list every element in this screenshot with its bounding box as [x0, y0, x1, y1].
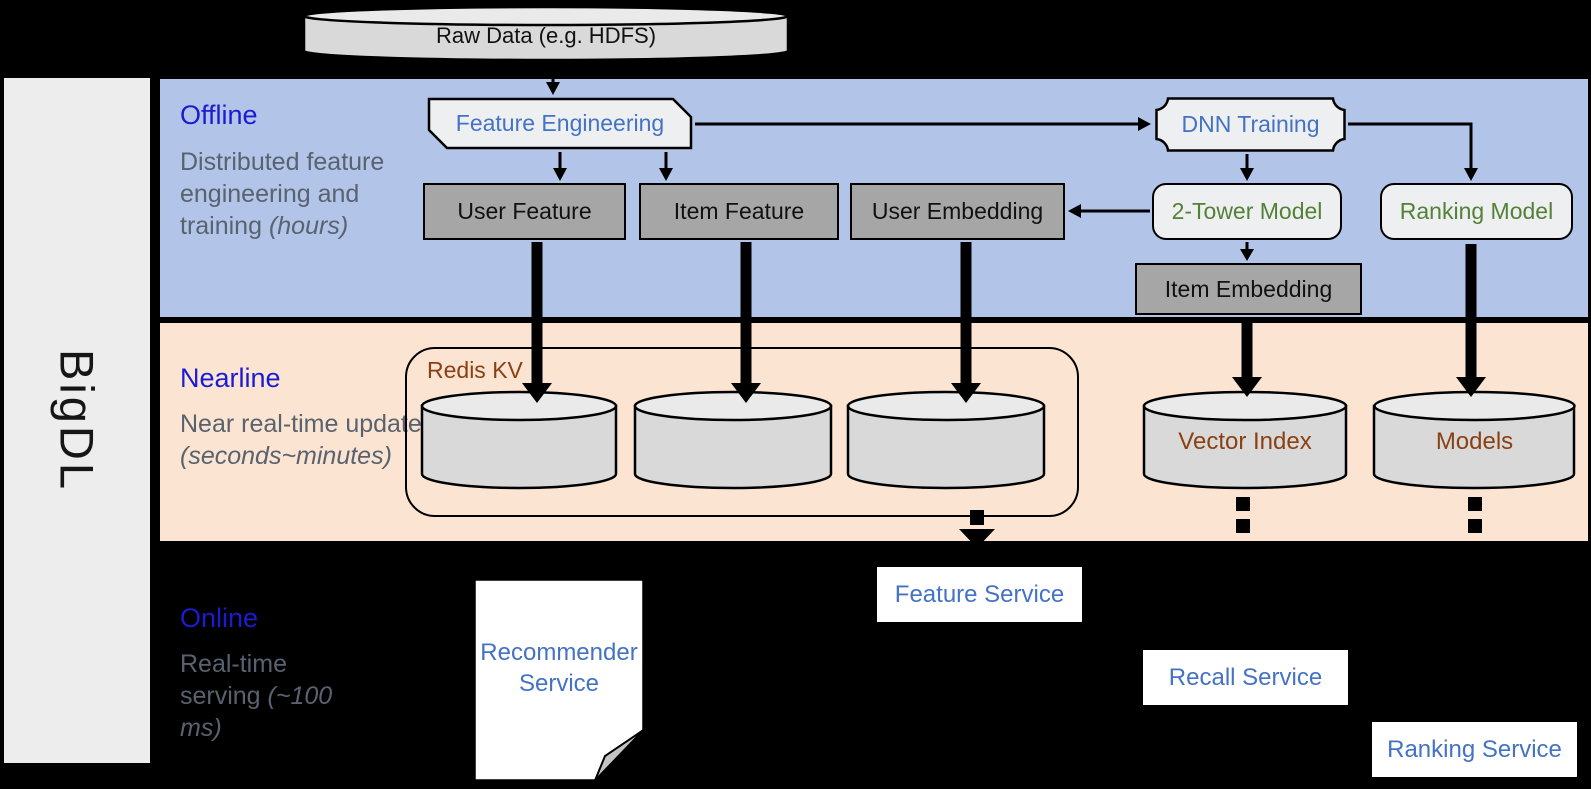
- brand-text: BigDL: [50, 348, 104, 492]
- online-desc-text: Real-time serving: [180, 650, 287, 710]
- redis-shard-cylinder: [420, 390, 618, 490]
- offline-desc-text: Distributed feature engineering and trai…: [180, 148, 385, 240]
- nearline-desc: Near real-time update (seconds~minutes): [180, 408, 465, 472]
- models-store: Models: [1372, 390, 1577, 490]
- nearline-desc-italic: (seconds~minutes): [180, 442, 392, 470]
- item-feature-label: Item Feature: [673, 198, 805, 224]
- feature-service-node: Feature Service: [877, 567, 1084, 631]
- online-title: Online: [180, 603, 259, 633]
- feature-engineering-node: Feature Engineering: [427, 97, 693, 150]
- fold-corner-icon: [1070, 620, 1084, 631]
- raw-data-store: Raw Data (e.g. HDFS): [302, 5, 790, 62]
- online-desc: Real-time serving (~100 ms): [180, 648, 355, 744]
- offline-desc: Distributed feature engineering and trai…: [180, 146, 418, 242]
- cylinder-shape: [302, 5, 790, 62]
- offline-title: Offline: [180, 100, 258, 130]
- two-tower-model-label: 2-Tower Model: [1171, 198, 1323, 224]
- ranking-service-label: Ranking Service: [1387, 735, 1562, 763]
- user-embedding-label: User Embedding: [871, 198, 1044, 224]
- redis-shard-cylinder: [633, 390, 833, 490]
- ranking-model-node: Ranking Model: [1380, 183, 1573, 240]
- dnn-training-node: DNN Training: [1155, 97, 1346, 152]
- vector-index-store: Vector Index: [1142, 390, 1348, 490]
- nearline-title: Nearline: [180, 363, 281, 393]
- feature-engineering-label: Feature Engineering: [455, 110, 665, 136]
- two-tower-model-node: 2-Tower Model: [1152, 183, 1342, 240]
- offline-desc-italic: (hours): [268, 212, 349, 240]
- recommender-service-label: Recommender Service: [480, 638, 638, 697]
- dnn-training-label: DNN Training: [1181, 111, 1320, 137]
- online-desc-italic: (~100 ms): [180, 682, 333, 742]
- redis-kv-label: Redis KV: [427, 357, 523, 383]
- models-label: Models: [1435, 428, 1514, 455]
- item-feature-node: Item Feature: [639, 183, 839, 240]
- item-embedding-label: Item Embedding: [1164, 275, 1333, 302]
- recommender-service-node: Recommender Service: [473, 578, 645, 782]
- nearline-desc-text: Near real-time update: [180, 410, 422, 438]
- recall-service-node: Recall Service: [1143, 650, 1350, 714]
- user-embedding-node: User Embedding: [850, 183, 1065, 240]
- user-feature-label: User Feature: [457, 198, 592, 224]
- item-embedding-node: Item Embedding: [1135, 263, 1362, 315]
- recall-service-label: Recall Service: [1168, 663, 1323, 691]
- vector-index-label: Vector Index: [1178, 428, 1312, 455]
- document-shape: [473, 578, 645, 782]
- feature-service-label: Feature Service: [894, 580, 1065, 608]
- ranking-model-label: Ranking Model: [1399, 198, 1554, 224]
- brand-sidebar: BigDL: [4, 78, 150, 763]
- fold-corner-icon: [1565, 775, 1579, 786]
- snip-corner-shape: [427, 97, 693, 150]
- raw-data-label: Raw Data (e.g. HDFS): [435, 22, 657, 48]
- fold-corner-icon: [1336, 703, 1350, 714]
- ranking-service-node: Ranking Service: [1372, 722, 1579, 786]
- plaque-shape: [1155, 97, 1346, 152]
- user-feature-node: User Feature: [423, 183, 626, 240]
- redis-shard-cylinder: [846, 390, 1046, 490]
